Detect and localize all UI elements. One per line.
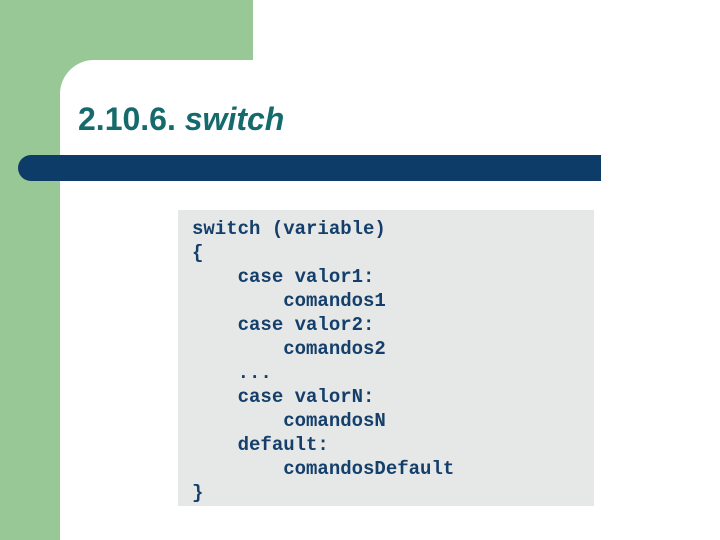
- code-line: case valor1:: [192, 266, 375, 288]
- title-section-number: 2.10.6.: [78, 101, 185, 137]
- code-line: comandosDefault: [192, 458, 455, 480]
- title-divider-bar: [18, 155, 601, 181]
- code-line: comandos2: [192, 338, 386, 360]
- code-line: {: [192, 242, 204, 264]
- code-line: comandosN: [192, 410, 386, 432]
- code-line: }: [192, 482, 204, 504]
- code-block: switch (variable) { case valor1: comando…: [178, 210, 594, 506]
- code-line: default:: [192, 434, 329, 456]
- code-line: comandos1: [192, 290, 386, 312]
- code-line: case valorN:: [192, 386, 375, 408]
- title-keyword: switch: [184, 101, 285, 137]
- code-line: case valor2:: [192, 314, 375, 336]
- page-title: 2.10.6. switch: [78, 102, 284, 136]
- code-line: ...: [192, 362, 272, 384]
- code-line: switch (variable): [192, 218, 386, 240]
